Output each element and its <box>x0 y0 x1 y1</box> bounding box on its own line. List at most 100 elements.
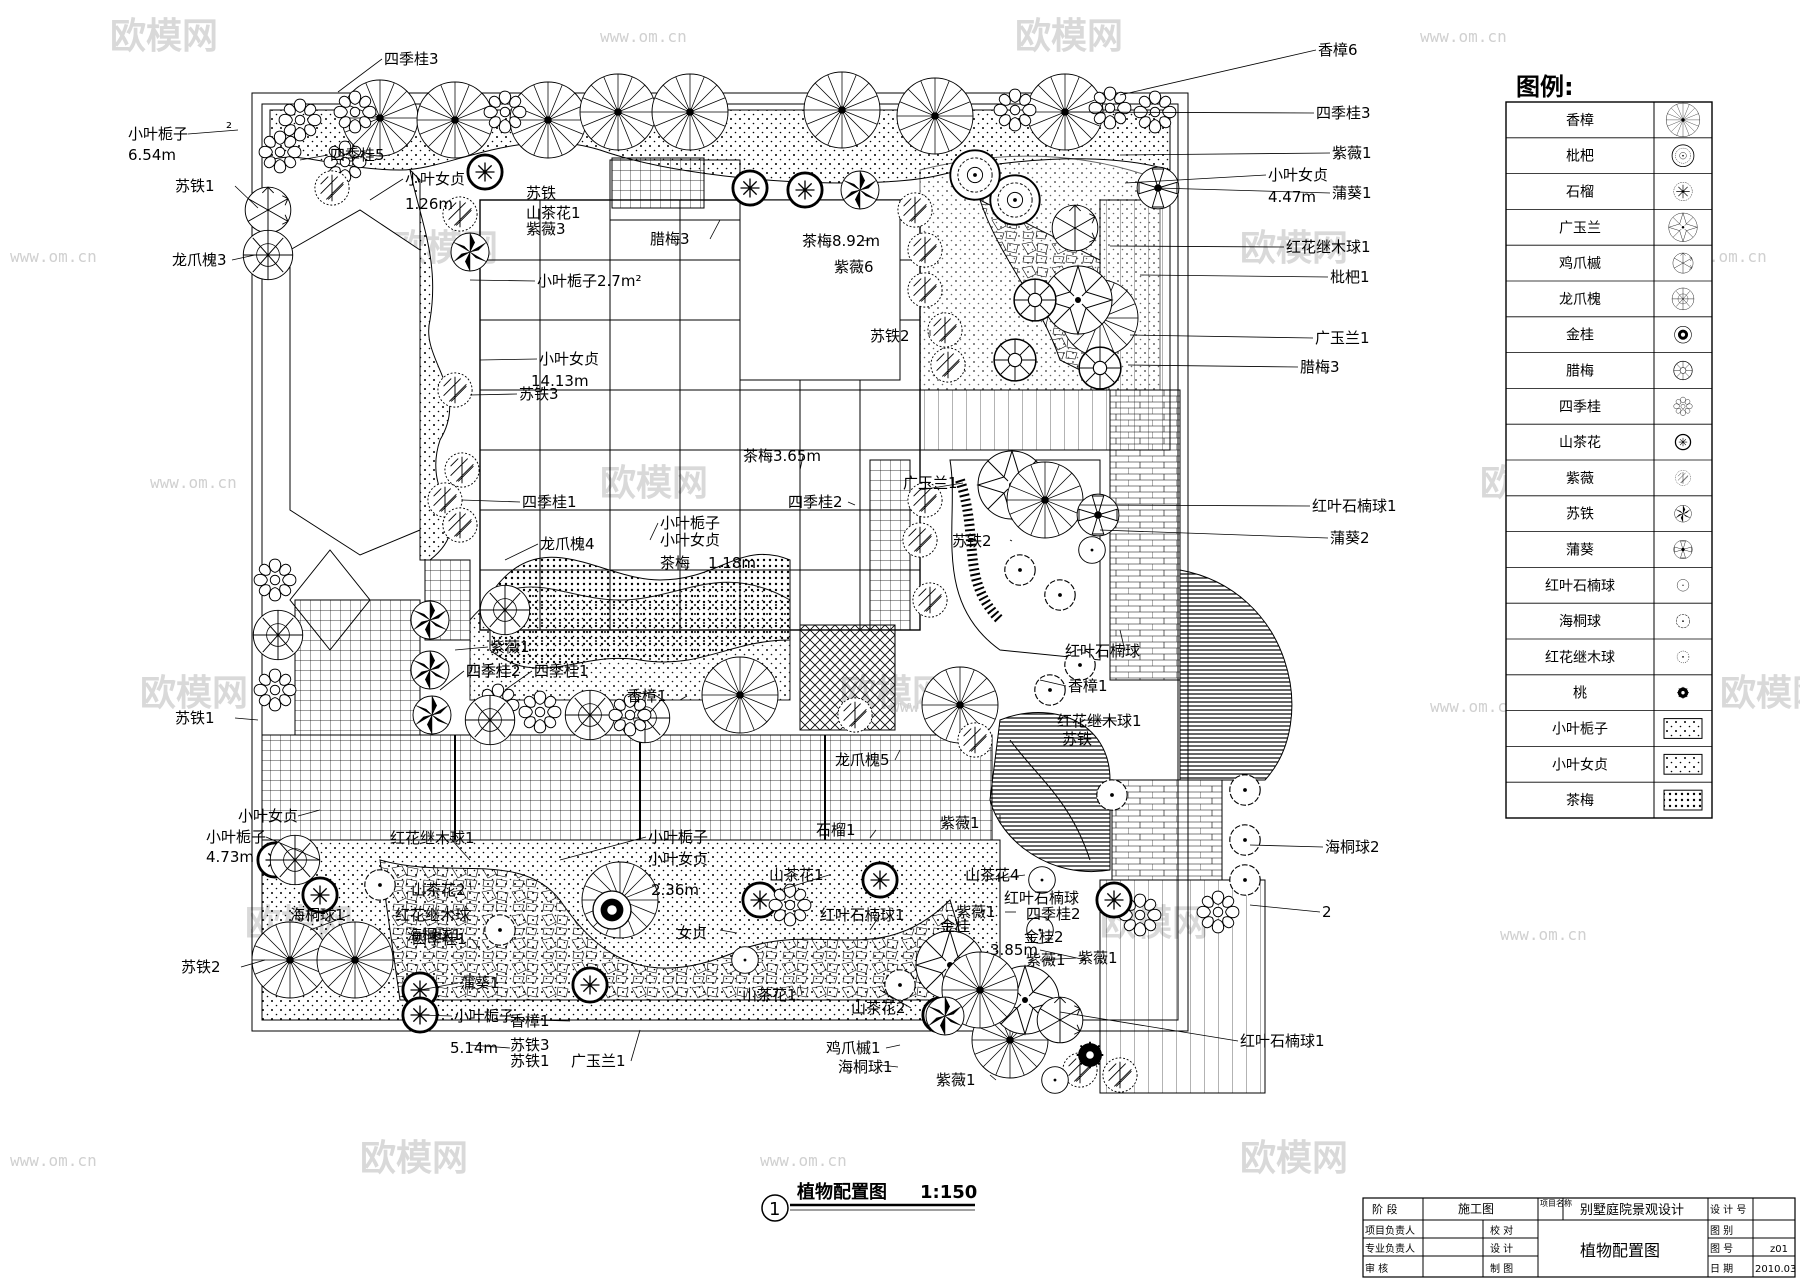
leader-line <box>1109 245 1285 248</box>
watermark-brand: 欧模网 <box>1240 1138 1348 1179</box>
tb-draw-label: 制 图 <box>1490 1262 1513 1275</box>
cycad-icon <box>1674 505 1692 523</box>
plant-label: 苏铁3 <box>510 1036 550 1054</box>
legend-item-label: 金桂 <box>1566 328 1594 344</box>
leader-line <box>1039 949 1087 961</box>
legend-item-label: 四季桂 <box>1559 399 1601 415</box>
tb-stage-value: 施工图 <box>1458 1202 1494 1216</box>
plant-label: 紫薇1 <box>936 1071 976 1089</box>
plant-label: 四季桂3 <box>384 50 439 68</box>
leader-line <box>709 219 721 240</box>
plant-symbol <box>437 372 473 408</box>
leader-line <box>719 929 738 934</box>
plant-symbol <box>1036 996 1084 1044</box>
plant-symbol <box>1095 881 1133 919</box>
plant-label: 红花继木球 <box>395 906 470 924</box>
plant-label: 女贞 <box>677 924 707 942</box>
watermark-url: www.om.cn <box>10 247 97 266</box>
plant-label: 海桐球1 <box>407 926 462 944</box>
plant-symbol <box>410 600 450 640</box>
wintersweet-icon <box>1673 360 1693 381</box>
plant-label: 小叶栀子 <box>128 125 188 143</box>
plant-label: 广玉兰1 <box>903 474 958 492</box>
plant-symbol <box>651 73 729 151</box>
watermark-brand: 欧模网 <box>1720 673 1800 714</box>
plant-label: 小叶女贞 <box>539 350 599 368</box>
leader-line <box>984 874 1026 881</box>
plant-symbol <box>592 890 632 930</box>
leader-line <box>1119 152 1331 156</box>
plant-symbol <box>364 869 396 901</box>
legend-item-label: 枇杷 <box>1566 149 1594 165</box>
plant-label: 苏铁2 <box>181 958 221 976</box>
leader-line <box>1039 957 1077 961</box>
plant-symbol <box>244 186 292 234</box>
plant-label: 香樟1 <box>627 687 667 705</box>
plant-label: 1.18m <box>708 554 756 572</box>
photinia-ball-icon <box>1676 579 1690 592</box>
figure-title: 1 植物配置图 1:150 <box>761 1181 977 1222</box>
watermark-brand: 欧模网 <box>600 463 708 504</box>
leader-line <box>630 1029 641 1062</box>
plant-symbol <box>731 169 769 207</box>
plant-label: 小叶栀子 <box>660 514 720 532</box>
tb-check-label: 校 对 <box>1490 1224 1513 1237</box>
tb-drawing-name: 植物配置图 <box>1580 1241 1660 1260</box>
watermark-brand: 欧模网 <box>110 16 218 57</box>
loropetalum-ball-icon <box>1676 650 1690 664</box>
paving-south-band <box>261 734 993 841</box>
maple-tree-icon <box>1672 252 1694 274</box>
pittosporum-ball-icon <box>1676 614 1690 629</box>
legend-item-label: 红花继木球 <box>1545 650 1615 666</box>
tb-stage-label: 阶 段 <box>1372 1202 1398 1216</box>
leader-line <box>504 670 533 691</box>
leader-line <box>879 1064 899 1068</box>
tb-design-no-label: 设 计 号 <box>1710 1203 1746 1216</box>
leader-line <box>1009 539 1013 542</box>
leader-line <box>297 809 321 817</box>
plant-symbol <box>1006 461 1084 539</box>
plant-label: 小叶女贞 <box>238 807 298 825</box>
plant-label: 龙爪槐3 <box>172 251 227 269</box>
leader-line <box>529 1019 571 1022</box>
plant-label: 金桂 <box>940 917 970 935</box>
plant-label: 海桐球1 <box>838 1058 893 1076</box>
tb-date-label: 日 期 <box>1710 1263 1733 1275</box>
legend-item-label: 山茶花 <box>1559 435 1601 451</box>
plant-symbol <box>861 861 899 899</box>
plant-symbol <box>466 153 504 191</box>
plant-label: 腊梅3 <box>650 230 690 248</box>
loquat-tree-icon <box>1671 144 1695 168</box>
plant-symbol <box>1075 1040 1105 1070</box>
plant-label: 红花继木球1 <box>390 829 475 847</box>
plant-symbol <box>444 452 480 488</box>
leader-line <box>1139 274 1329 278</box>
plant-label: 四季桂1 <box>412 930 467 948</box>
legend-item-label: 苏铁 <box>1566 507 1594 523</box>
plant-symbol <box>253 668 297 712</box>
figure-name: 植物配置图 <box>797 1181 887 1203</box>
plant-label: 山茶花1 <box>742 986 797 1004</box>
plant-symbol <box>925 996 965 1036</box>
plant-label: 蒲葵1 <box>1332 184 1372 202</box>
leader-line <box>1099 529 1329 539</box>
plant-symbol <box>1078 536 1106 564</box>
pomegranate-tree-icon <box>1673 181 1693 202</box>
watermark-brand: 欧模网 <box>1015 16 1123 57</box>
plant-symbol <box>1041 1066 1069 1094</box>
leader-line <box>469 879 472 891</box>
plant-label: 4.47m <box>1268 188 1316 206</box>
tb-review-label: 审 核 <box>1365 1262 1388 1275</box>
plant-symbol <box>1076 493 1120 537</box>
plant-symbol <box>701 656 779 734</box>
plant-label: 鸡爪槭1 <box>826 1039 881 1057</box>
peach-tree-icon <box>1676 686 1690 700</box>
plant-label: 蒲葵2 <box>1330 529 1370 547</box>
plant-label: 苏铁1 <box>510 1052 550 1070</box>
camellia-icon <box>1674 433 1692 451</box>
magnolia-tree-icon <box>1668 212 1698 242</box>
leader-line <box>471 938 481 951</box>
tb-project-label: 项目名称 <box>1540 1198 1572 1208</box>
plant-symbol <box>1004 554 1036 586</box>
leader-line <box>1059 111 1315 114</box>
